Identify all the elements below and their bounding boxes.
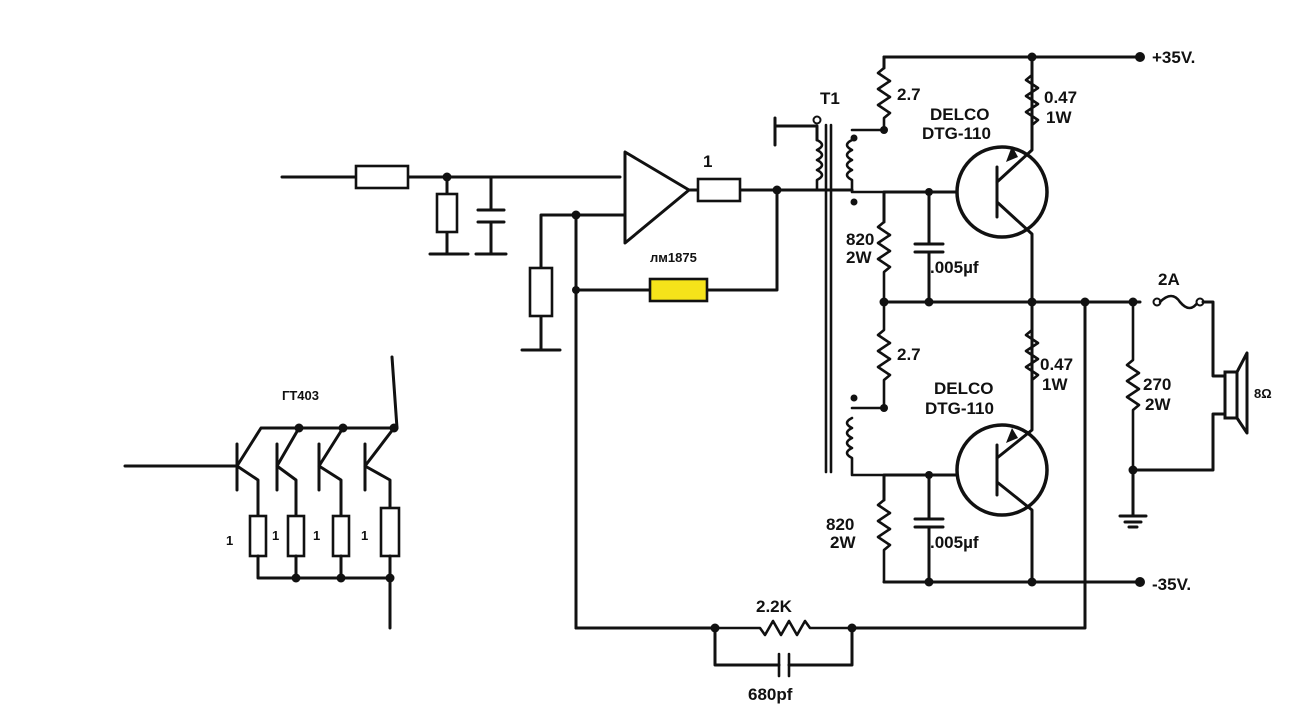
- top-bias-resistor: [876, 66, 892, 132]
- fuse: [1158, 294, 1200, 310]
- driver-output-resistor: [696, 177, 742, 203]
- input-stage: 1 лм1875: [280, 150, 854, 630]
- load-resistor-value: 270: [1143, 375, 1171, 394]
- fuse-label: 2A: [1158, 270, 1180, 289]
- top-bias-label: 2.7: [897, 85, 921, 104]
- bottom-transistor: [955, 423, 1049, 517]
- top-base-resistor-value: 820: [846, 230, 874, 249]
- top-transistor-model: DTG-110: [922, 124, 991, 143]
- array-r4-label: 1: [361, 528, 368, 543]
- bottom-bias-resistor: [876, 300, 892, 410]
- bottom-emitter-power: 1W: [1042, 375, 1068, 394]
- input-resistor: [354, 164, 410, 190]
- top-emitter-resistor: [1024, 73, 1040, 142]
- amplifier-symbol: [623, 150, 691, 245]
- array-r3-label: 1: [313, 528, 320, 543]
- bottom-emitter-resistor: [1024, 328, 1040, 402]
- speaker-icon: [1223, 351, 1249, 435]
- array-resistor-2: [286, 514, 306, 558]
- positive-supply-label: +35V.: [1152, 48, 1195, 67]
- output-stage: +35V. 2.7 820 2W .005µf DELCO DTG-110 0.…: [574, 48, 1272, 704]
- load-resistor: [1125, 300, 1141, 472]
- top-emitter-power: 1W: [1046, 108, 1072, 127]
- array-resistor-1: [248, 514, 268, 558]
- bottom-transistor-model: DTG-110: [925, 399, 994, 418]
- input-shunt-resistor: [435, 192, 459, 234]
- driver-resistor-label: 1: [703, 152, 712, 171]
- array-r2-label: 1: [272, 528, 279, 543]
- bottom-transistor-brand: DELCO: [934, 379, 994, 398]
- transformer-label: T1: [820, 89, 840, 108]
- negative-supply-label: -35V.: [1152, 575, 1191, 594]
- top-transistor: [955, 145, 1049, 239]
- array-r1-label: 1: [226, 533, 233, 548]
- transformer-t1: T1: [773, 89, 887, 477]
- bottom-emitter-value: 0.47: [1040, 355, 1073, 374]
- transistor-array: ГТ403 1 1 1 1: [123, 355, 401, 630]
- top-transistor-brand: DELCO: [930, 105, 990, 124]
- gain-resistor: [528, 266, 554, 318]
- feedback-resistor-label: 2.2K: [756, 597, 793, 616]
- bottom-base-resistor: [876, 498, 892, 584]
- top-emitter-value: 0.47: [1044, 88, 1077, 107]
- bottom-bias-label: 2.7: [897, 345, 921, 364]
- feedback-capacitor-label: 680pf: [748, 685, 793, 704]
- top-base-resistor-power: 2W: [846, 248, 872, 267]
- ic-label: лм1875: [650, 250, 697, 265]
- feedback-resistor: [713, 619, 854, 637]
- speaker-label: 8Ω: [1254, 386, 1272, 401]
- top-cap-label: .005µf: [930, 258, 979, 277]
- bottom-base-resistor-power: 2W: [830, 533, 856, 552]
- top-base-resistor: [876, 220, 892, 304]
- array-title: ГТ403: [282, 388, 319, 403]
- feedback-capacitor: [777, 652, 791, 678]
- bottom-cap-label: .005µf: [930, 533, 979, 552]
- ic-element: [648, 277, 709, 303]
- load-resistor-power: 2W: [1145, 395, 1171, 414]
- array-resistor-4: [379, 506, 401, 558]
- bottom-base-resistor-value: 820: [826, 515, 854, 534]
- array-resistor-3: [331, 514, 351, 558]
